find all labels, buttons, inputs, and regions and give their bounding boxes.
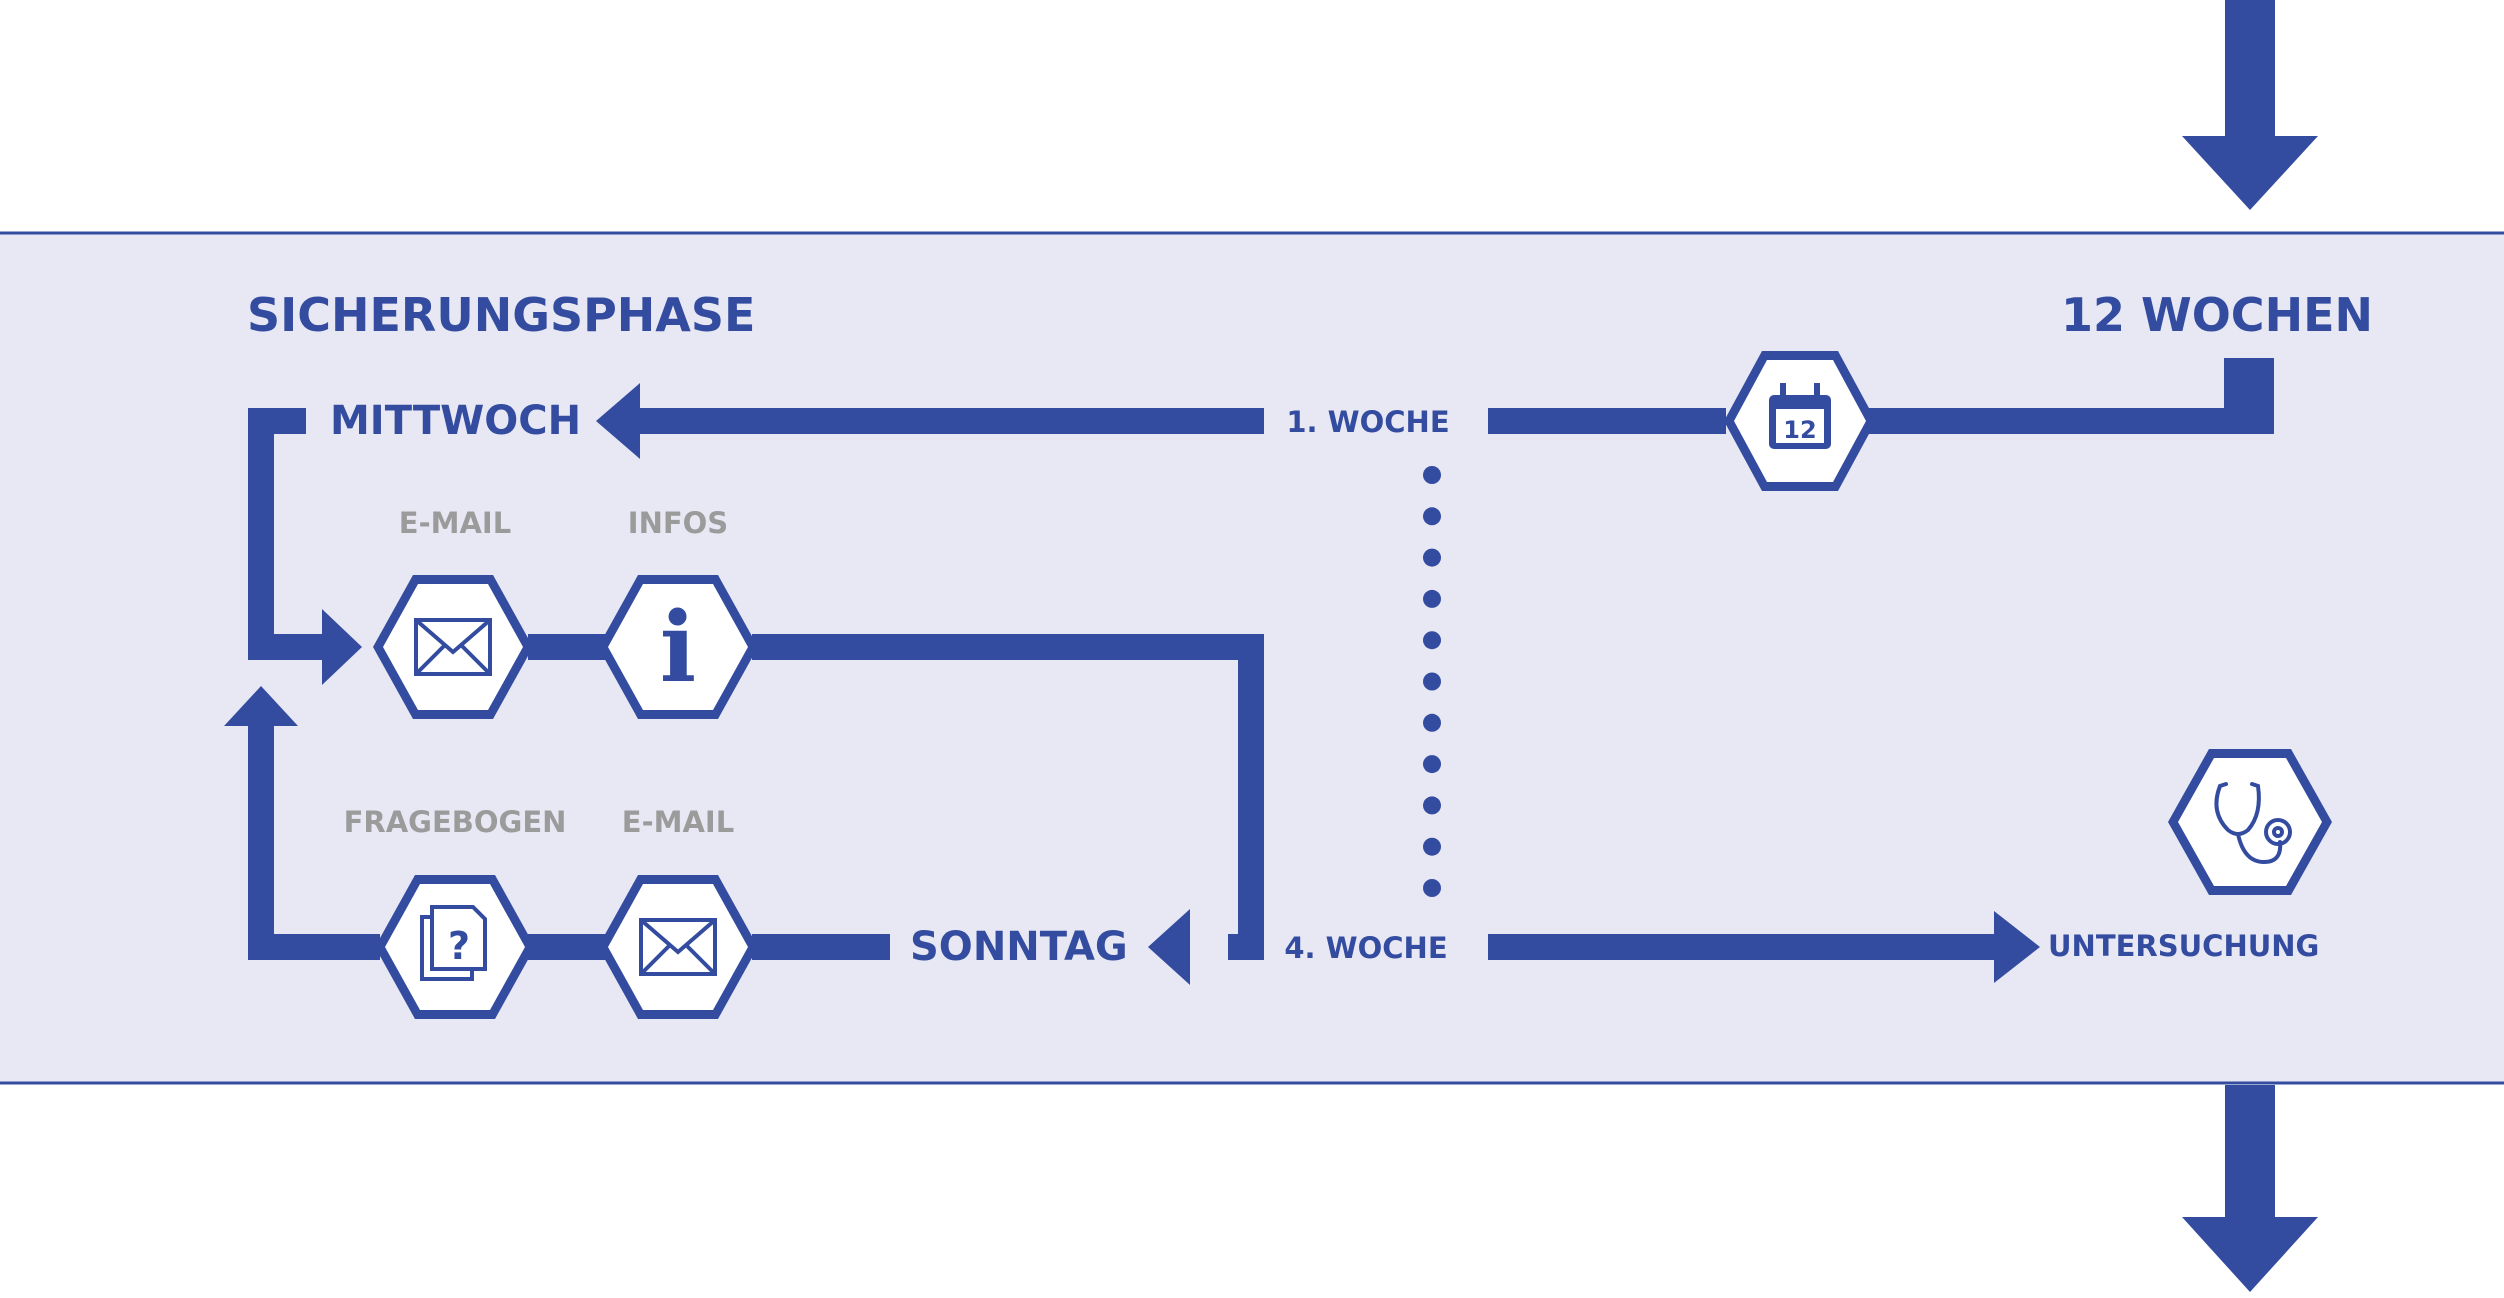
dot [1423, 879, 1441, 897]
infos-node: i [598, 575, 758, 719]
infos-to-sunday-arrow [752, 634, 1264, 985]
duration-title: 12 WOCHEN [2061, 288, 2373, 342]
mittwoch-loop-arrow [248, 408, 362, 685]
calendar-node: 12 [1724, 351, 1876, 491]
dot [1423, 589, 1441, 608]
exit-arrow [2182, 1085, 2318, 1292]
questionnaire-label: FRAGEBOGEN [344, 805, 567, 839]
calendar-icon: 12 [1769, 383, 1831, 449]
entry-arrow [2182, 0, 2318, 210]
envelope-icon [639, 918, 717, 976]
dot [1423, 713, 1441, 732]
week4-arrow-line [1488, 911, 2040, 983]
bottom-row-connectors [528, 934, 890, 960]
calendar-number: 12 [1783, 416, 1816, 444]
dot [1423, 796, 1441, 815]
info-icon: i [660, 591, 696, 704]
week4-label: 4. WOCHE [1284, 931, 1447, 965]
duration-connector [1860, 358, 2274, 434]
email-bottom-node [598, 875, 758, 1019]
email-top-node [373, 575, 533, 719]
dot [1423, 672, 1441, 691]
stethoscope-icon [2214, 782, 2292, 865]
week1-arrow-line [596, 383, 1726, 459]
email-bottom-label: E-MAIL [622, 805, 734, 839]
questionnaire-node: ? [375, 875, 535, 1019]
email-infos-connector [528, 634, 606, 660]
infos-label: INFOS [628, 506, 728, 540]
dot [1423, 507, 1441, 526]
question-glyph: ? [448, 924, 470, 968]
examination-label: UNTERSUCHUNG [2048, 929, 2319, 963]
week1-label: 1. WOCHE [1286, 405, 1449, 439]
dot [1423, 631, 1441, 650]
sunday-label: SONNTAG [910, 924, 1128, 970]
phase-title: SICHERUNGSPHASE [247, 288, 755, 342]
email-top-label: E-MAIL [399, 506, 511, 540]
examination-node [2168, 749, 2332, 895]
dot [1423, 837, 1441, 856]
document-question-icon: ? [420, 905, 487, 981]
info-glyph: i [660, 591, 696, 704]
dot [1423, 466, 1441, 484]
questionnaire-up-arrow [224, 686, 380, 960]
envelope-icon [414, 618, 492, 676]
dot [1423, 548, 1441, 567]
dot [1423, 755, 1441, 774]
week-dotted-connector [1423, 466, 1441, 897]
wednesday-label: MITTWOCH [330, 398, 581, 444]
